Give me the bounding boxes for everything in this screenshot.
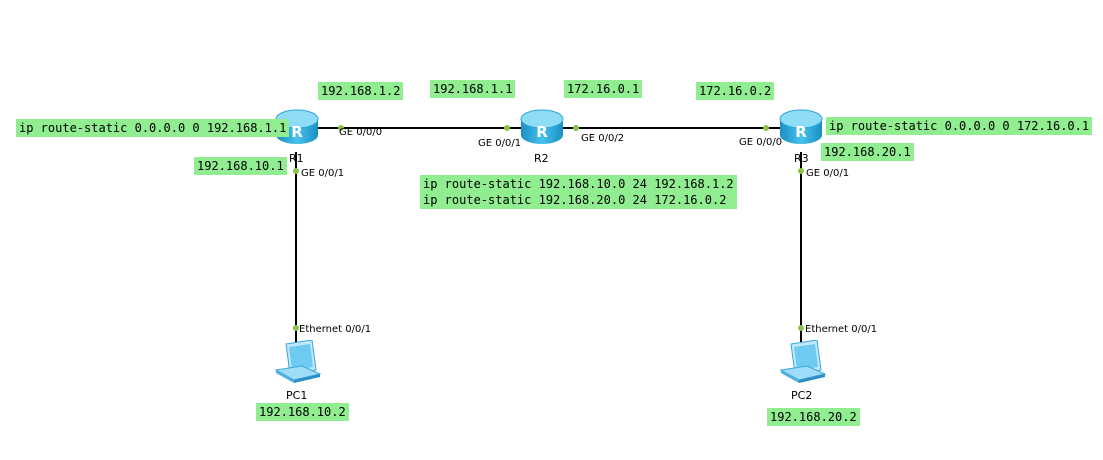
port-dot-r3-g1[interactable] xyxy=(798,168,804,174)
port-dot-r1-g0[interactable] xyxy=(338,125,344,131)
port-label-pc2-eth: Ethernet 0/0/1 xyxy=(805,324,878,335)
pc-icon[interactable] xyxy=(272,340,322,386)
r1-static-route-label: ip route-static 0.0.0.0 0 192.168.1.1 xyxy=(16,119,290,137)
r2-static-routes-label: ip route-static 192.168.10.0 24 192.168.… xyxy=(420,175,737,209)
port-dot-pc2-eth[interactable] xyxy=(798,325,804,331)
router-icon[interactable]: R xyxy=(519,107,565,149)
r2-g2-ip-label: 172.16.0.1 xyxy=(564,80,643,98)
r3-g1-ip-label: 192.168.20.1 xyxy=(821,143,914,161)
pc1-ip-label: 192.168.10.2 xyxy=(256,403,349,421)
port-label-r3-g0: GE 0/0/0 xyxy=(739,137,783,148)
svg-text:R: R xyxy=(291,123,303,141)
r3-g0-ip-label: 172.16.0.2 xyxy=(696,82,775,100)
r3-static-route-label: ip route-static 0.0.0.0 0 172.16.0.1 xyxy=(826,117,1093,135)
device-name-r2: R2 xyxy=(534,152,549,165)
port-dot-r1-g1[interactable] xyxy=(293,168,299,174)
r2-g1-ip-label: 192.168.1.1 xyxy=(430,80,516,98)
port-dot-pc1-eth[interactable] xyxy=(293,325,299,331)
port-label-r2-g1: GE 0/0/1 xyxy=(478,138,522,149)
port-label-r3-g1: GE 0/0/1 xyxy=(806,168,850,179)
device-name-pc1: PC1 xyxy=(286,389,308,402)
port-dot-r2-g2[interactable] xyxy=(573,125,579,131)
port-label-pc1-eth: Ethernet 0/0/1 xyxy=(299,324,372,335)
pc-icon[interactable] xyxy=(777,340,827,386)
link-r1-pc1[interactable] xyxy=(295,152,297,346)
device-name-r1: R1 xyxy=(289,152,304,165)
svg-text:R: R xyxy=(795,123,807,141)
link-r1-r2[interactable] xyxy=(318,127,524,129)
device-name-r3: R3 xyxy=(794,152,809,165)
port-label-r1-g0: GE 0/0/0 xyxy=(339,127,383,138)
router-icon[interactable]: R xyxy=(778,107,824,149)
pc2-ip-label: 192.168.20.2 xyxy=(767,408,860,426)
link-r3-pc2[interactable] xyxy=(800,152,802,346)
device-name-pc2: PC2 xyxy=(791,389,813,402)
svg-text:R: R xyxy=(536,123,548,141)
r1-g0-ip-label: 192.168.1.2 xyxy=(318,82,404,100)
port-label-r1-g1: GE 0/0/1 xyxy=(301,168,345,179)
r1-g1-ip-label: 192.168.10.1 xyxy=(194,157,287,175)
port-dot-r2-g1[interactable] xyxy=(504,125,510,131)
port-dot-r3-g0[interactable] xyxy=(763,125,769,131)
port-label-r2-g2: GE 0/0/2 xyxy=(581,133,625,144)
link-r2-r3[interactable] xyxy=(562,127,784,129)
